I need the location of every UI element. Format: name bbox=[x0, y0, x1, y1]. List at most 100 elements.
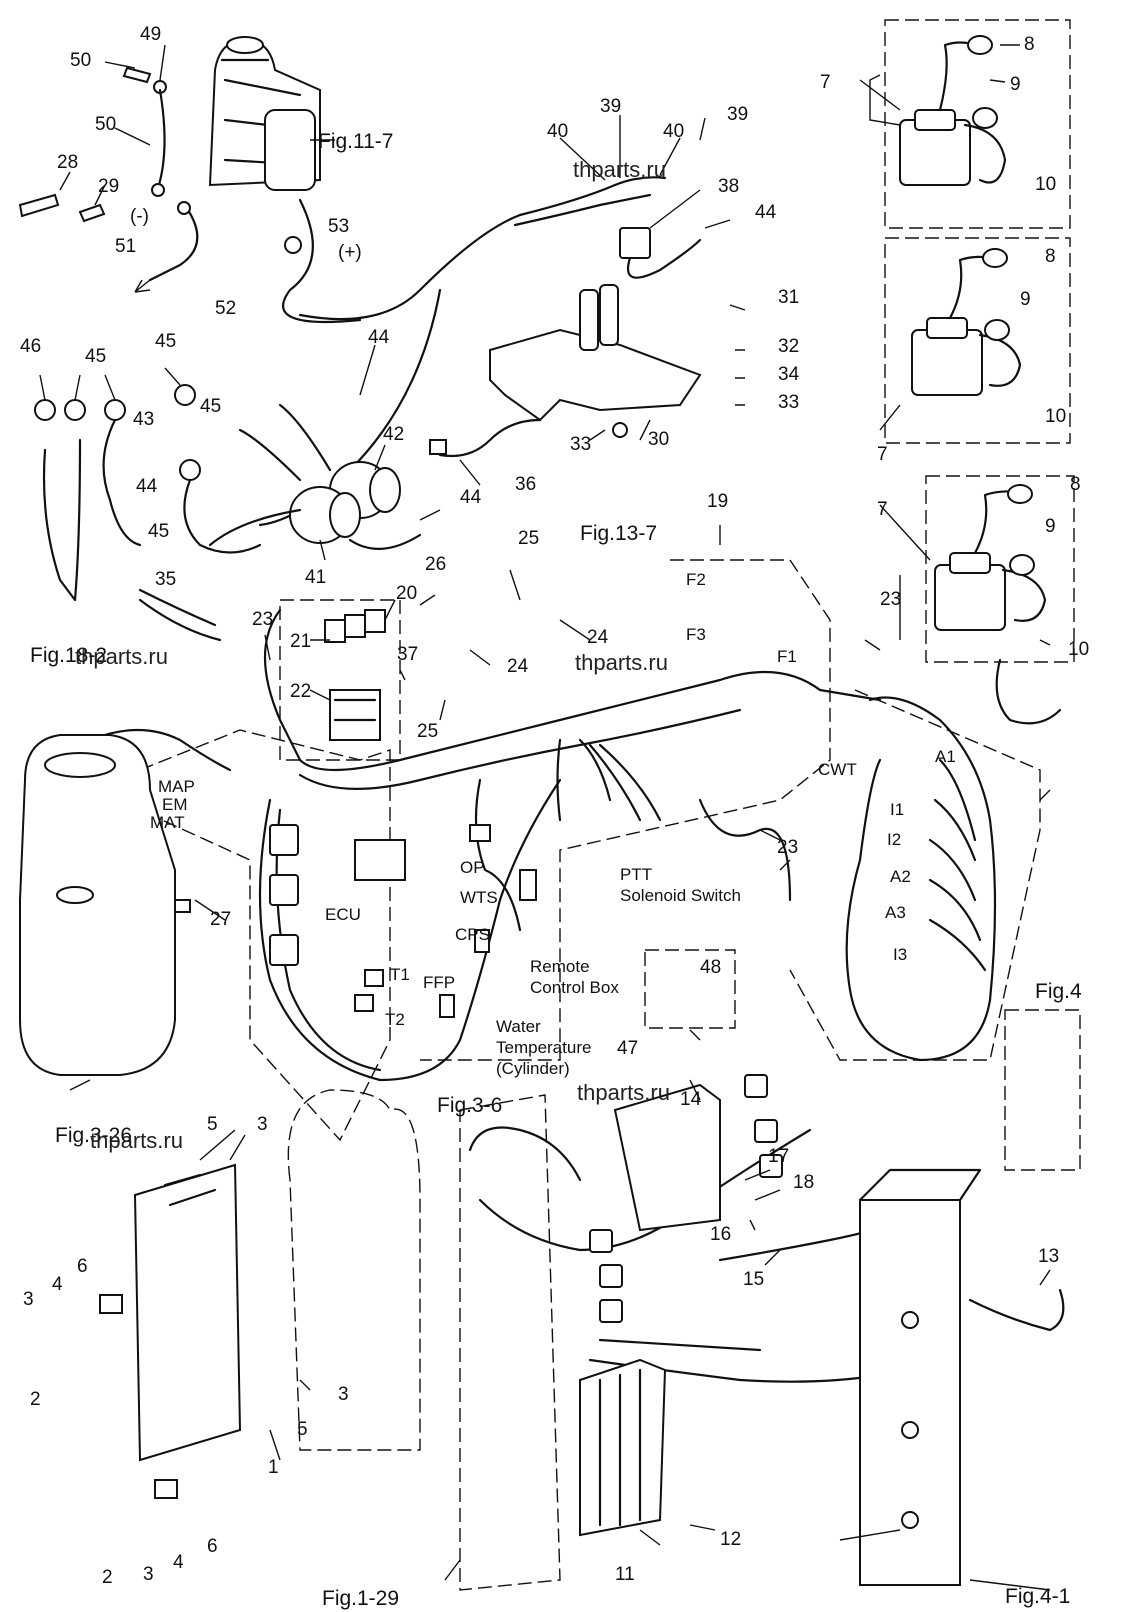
label-i1: I1 bbox=[890, 800, 904, 819]
callout-8a: 8 bbox=[1024, 34, 1035, 55]
callout-40b: 40 bbox=[663, 121, 684, 142]
watermark-5: thparts.ru bbox=[577, 1080, 670, 1105]
label-map: MAP bbox=[158, 777, 195, 796]
callout-44d: 44 bbox=[460, 487, 482, 508]
callout-3d: 3 bbox=[143, 1564, 154, 1585]
callout-6b: 6 bbox=[207, 1536, 218, 1557]
callout-13: 13 bbox=[1038, 1246, 1059, 1267]
callout-31: 31 bbox=[778, 287, 799, 308]
callout-2a: 2 bbox=[30, 1389, 41, 1410]
callout-29: 29 bbox=[98, 176, 119, 197]
label-wts: WTS bbox=[460, 888, 498, 907]
fig-ref-4: Fig.4 bbox=[1035, 980, 1082, 1003]
callout-49: 49 bbox=[140, 24, 161, 45]
relay-base bbox=[429, 227, 702, 458]
callout-23a: 23 bbox=[880, 589, 901, 610]
leader-lines bbox=[39, 44, 1051, 1591]
callout-5b: 5 bbox=[297, 1419, 308, 1440]
label-op: OP bbox=[460, 858, 485, 877]
callout-41: 41 bbox=[305, 567, 326, 588]
relay-fuse-block bbox=[324, 609, 386, 741]
ignition-coils bbox=[899, 35, 1047, 631]
watermark-4: thparts.ru bbox=[90, 1128, 183, 1153]
callout-7a: 7 bbox=[820, 72, 831, 93]
rectifier-regulator bbox=[579, 1074, 783, 1537]
callout-44b: 44 bbox=[368, 327, 390, 348]
callout-8b: 8 bbox=[1045, 246, 1056, 267]
label-ffp: FFP bbox=[423, 973, 455, 992]
callout-28: 28 bbox=[57, 152, 78, 173]
callout-3a: 3 bbox=[257, 1114, 268, 1135]
watermark-3: thparts.ru bbox=[575, 650, 668, 675]
callout-39b: 39 bbox=[727, 104, 748, 125]
callout-32: 32 bbox=[778, 336, 799, 357]
callout-38: 38 bbox=[718, 176, 739, 197]
callout-35: 35 bbox=[155, 569, 176, 590]
callout-39a: 39 bbox=[600, 96, 621, 117]
callout-52: 52 bbox=[215, 298, 236, 319]
callout-21: 21 bbox=[290, 631, 311, 652]
label-f2: F2 bbox=[686, 570, 706, 589]
callout-53: 53 bbox=[328, 216, 349, 237]
callout-20: 20 bbox=[396, 583, 417, 604]
callout-45b: 45 bbox=[155, 331, 176, 352]
callout-12: 12 bbox=[720, 1529, 741, 1550]
connector-labels: MAP EM MAT F2 F3 F1 CWT A1 I1 I2 A2 A3 I… bbox=[150, 570, 956, 1029]
callout-45c: 45 bbox=[200, 396, 221, 417]
label-i3: I3 bbox=[893, 945, 907, 964]
callout-47: 47 bbox=[617, 1038, 638, 1059]
label-cps: CPS bbox=[455, 925, 490, 944]
fig-ref-1-29: Fig.1-29 bbox=[322, 1587, 399, 1610]
fig-ref-4-1: Fig.4-1 bbox=[1005, 1585, 1070, 1608]
callout-33b: 33 bbox=[570, 434, 591, 455]
starter-motor bbox=[18, 36, 362, 324]
callout-44a: 44 bbox=[755, 202, 777, 223]
callout-25a: 25 bbox=[518, 528, 539, 549]
part-number-callouts: 50 49 50 28 29 (-) 51 52 53 (+) 40 39 40… bbox=[20, 24, 1089, 1588]
callout-27: 27 bbox=[210, 909, 231, 930]
callout-16: 16 bbox=[710, 1224, 731, 1245]
callout-6a: 6 bbox=[77, 1256, 88, 1277]
callout-9b: 9 bbox=[1020, 289, 1031, 310]
vapor-separator-tank bbox=[19, 734, 176, 1076]
fig-ref-3-26: Fig.3-26 bbox=[55, 1124, 132, 1147]
callout-17: 17 bbox=[768, 1146, 789, 1167]
callout-40a: 40 bbox=[547, 121, 568, 142]
callout-15: 15 bbox=[743, 1269, 764, 1290]
callout-26: 26 bbox=[425, 554, 446, 575]
callout-46: 46 bbox=[20, 336, 41, 357]
fig-ref-18-2: Fig.18-2 bbox=[30, 644, 107, 667]
callout-11: 11 bbox=[615, 1564, 635, 1585]
callout-18: 18 bbox=[793, 1172, 814, 1193]
callout-43: 43 bbox=[133, 409, 154, 430]
label-mat: MAT bbox=[150, 813, 185, 832]
callout-19: 19 bbox=[707, 491, 728, 512]
label-cwt: CWT bbox=[818, 760, 857, 779]
callout-42: 42 bbox=[383, 424, 404, 445]
callout-24a: 24 bbox=[587, 627, 609, 648]
callout-9a: 9 bbox=[1010, 74, 1021, 95]
callout-25b: 25 bbox=[417, 721, 438, 742]
label-ecu: ECU bbox=[325, 905, 361, 924]
ptt-solenoids bbox=[208, 403, 422, 550]
ecu-connectors bbox=[174, 824, 537, 1018]
callout-7b: 7 bbox=[877, 444, 888, 465]
label-a3: A3 bbox=[885, 903, 906, 922]
watermarks: thparts.ru thparts.ru thparts.ru thparts… bbox=[75, 157, 670, 1153]
label-f1: F1 bbox=[777, 647, 797, 666]
callout-10a: 10 bbox=[1035, 174, 1056, 195]
callout-4a: 4 bbox=[52, 1274, 63, 1295]
label-t1: T1 bbox=[390, 965, 410, 984]
cylinder-blocks bbox=[287, 1089, 982, 1591]
callout-5a: 5 bbox=[207, 1114, 218, 1135]
callout-44c: 44 bbox=[136, 476, 158, 497]
callout-3b: 3 bbox=[23, 1289, 34, 1310]
label-em: EM bbox=[162, 795, 188, 814]
callout-3c: 3 bbox=[338, 1384, 349, 1405]
callout-10c: 10 bbox=[1068, 639, 1089, 660]
callout-minus: (-) bbox=[130, 206, 149, 227]
